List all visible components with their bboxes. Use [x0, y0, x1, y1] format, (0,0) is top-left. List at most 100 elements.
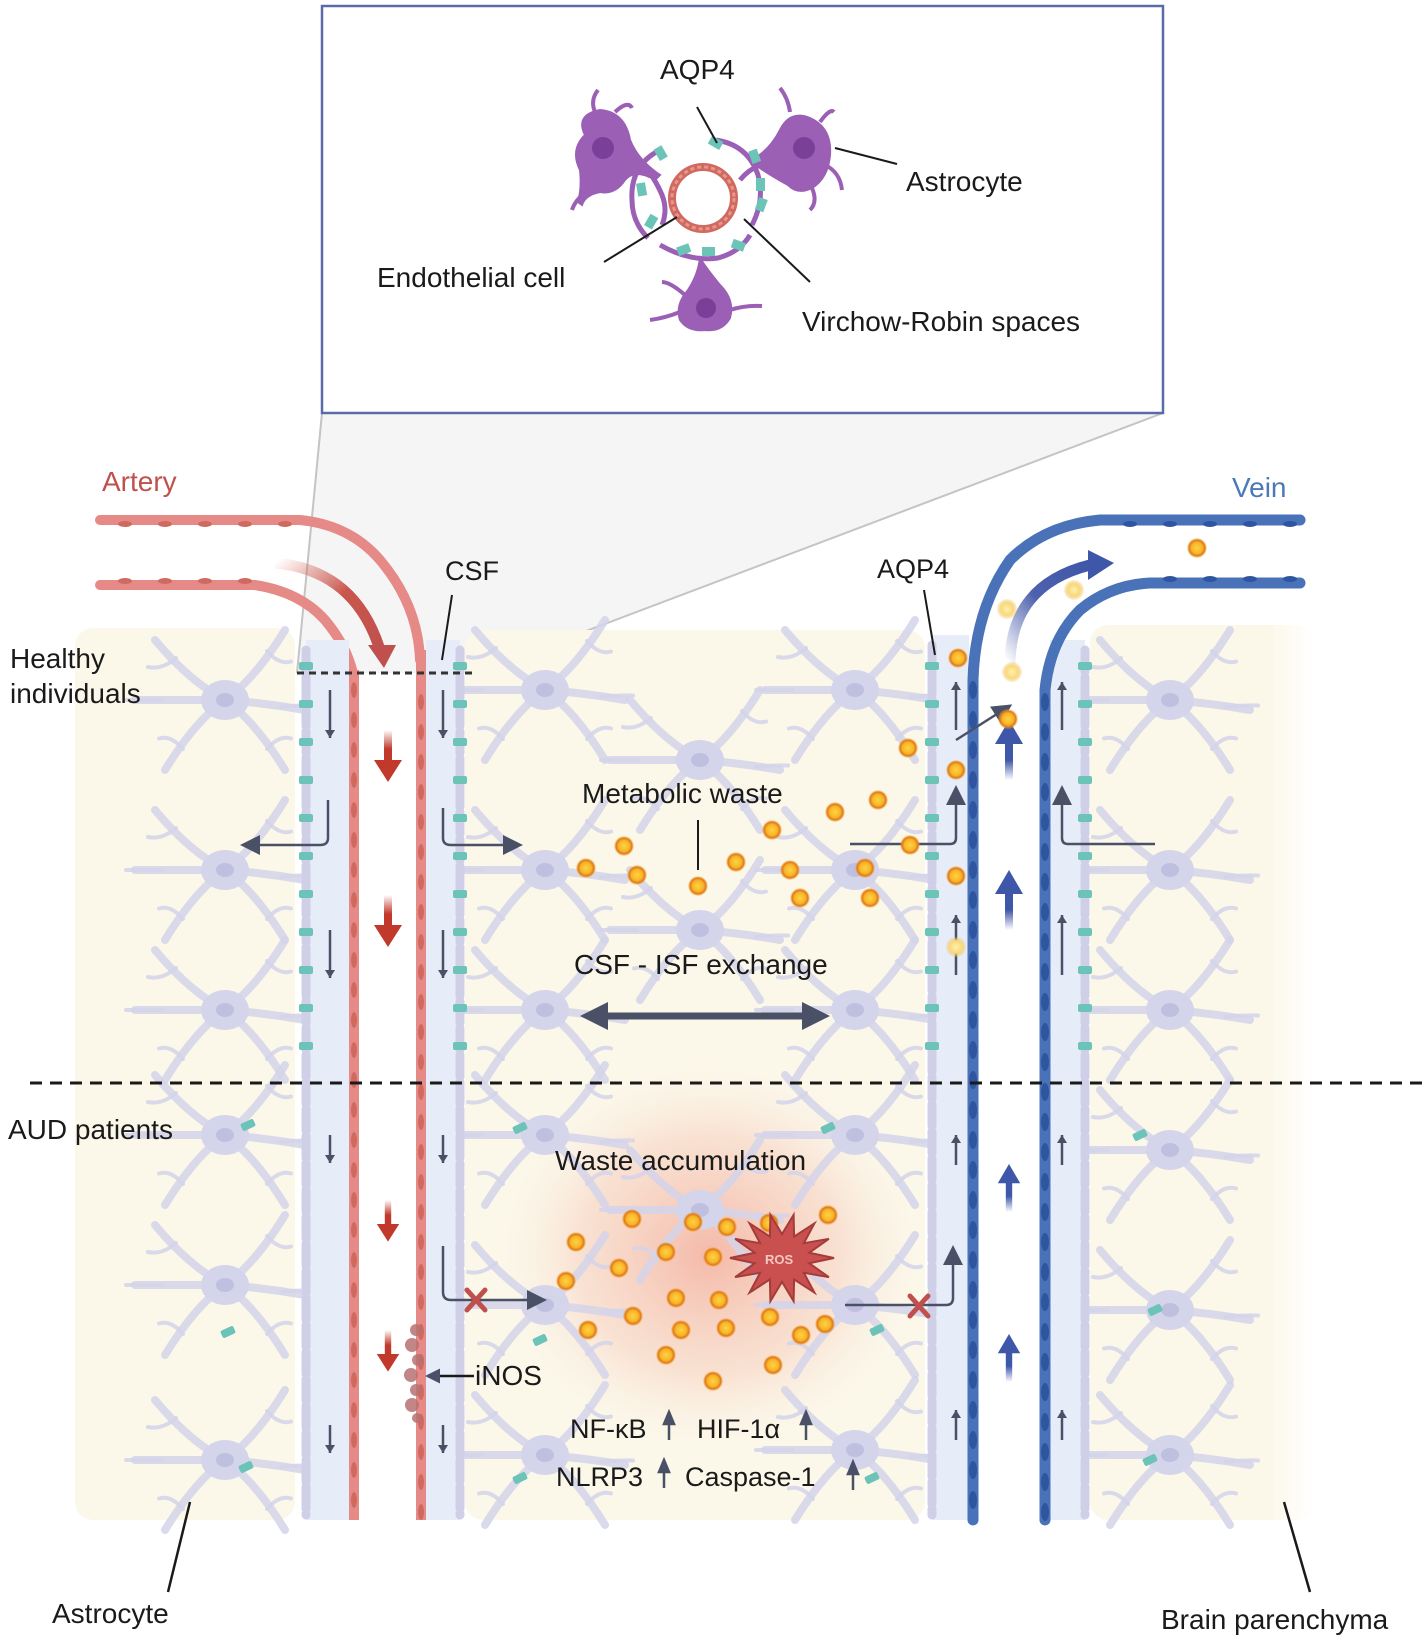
exchange-arrows-blocked	[441, 1245, 963, 1310]
waste-particle	[703, 1247, 723, 1267]
artery-flow-curve-head	[368, 645, 396, 668]
aqp4-channel	[453, 1042, 467, 1050]
healthy-label-line2: individuals	[10, 678, 141, 709]
aqp4-channel	[1078, 662, 1092, 670]
aqp4-channel	[1078, 1004, 1092, 1012]
inos-damage	[404, 1324, 424, 1423]
pvs-artery-right	[426, 640, 460, 1520]
aqp4-channel	[925, 776, 939, 784]
waste-particle	[998, 709, 1018, 729]
inset-astrocyte-right	[738, 86, 844, 212]
caspase1-label: Caspase-1	[685, 1462, 816, 1492]
astrocyte-icon	[1069, 796, 1260, 944]
aqp4-channel	[453, 928, 467, 936]
up-arrow-icon	[997, 1334, 1021, 1382]
inset-astrocyte-bottom	[649, 254, 763, 332]
aqp4-channel	[453, 738, 467, 746]
waste-particle	[614, 836, 634, 856]
endfeet-borders	[301, 640, 1090, 1520]
waste-particle	[671, 1320, 691, 1340]
vein-wall-outer	[967, 514, 1306, 1526]
waste-particle	[1064, 580, 1084, 600]
aqp4-channel	[512, 1472, 528, 1484]
astrocyte-icon	[1069, 1236, 1260, 1384]
zoom-line-right	[474, 412, 1164, 674]
csf-label: CSF	[445, 556, 499, 586]
aud-patients-label: AUD patients	[8, 1114, 173, 1145]
artery-label: Artery	[102, 466, 177, 497]
up-arrow-icon	[1057, 1135, 1067, 1165]
aqp4-channel	[532, 1334, 548, 1346]
zoom-cone	[297, 413, 1163, 673]
vein-wall-inner	[1039, 577, 1306, 1526]
artery	[95, 515, 426, 1520]
astrocyte-icon	[124, 1386, 315, 1534]
astrocyte-icon	[444, 1061, 635, 1209]
aqp4-channel	[925, 966, 939, 974]
aqp4-channel	[925, 928, 939, 936]
up-arrow-icon	[1057, 682, 1067, 730]
astrocyte-label: Astrocyte	[52, 1598, 169, 1629]
waste-particle	[760, 1307, 780, 1327]
parenchyma-right	[1090, 625, 1315, 1520]
astrocyte-icon	[754, 1376, 945, 1524]
aqp4-channel	[299, 700, 313, 708]
waste-particle	[762, 820, 782, 840]
inset-astrocyte-left	[570, 88, 668, 226]
aqp4-channel	[1078, 814, 1092, 822]
artery-wall-upper	[95, 515, 425, 665]
artery-flow-curve	[274, 557, 386, 652]
waste-particle	[666, 1288, 686, 1308]
waste-particle	[1002, 662, 1022, 682]
waste-particle	[556, 1271, 576, 1291]
waste-particle	[898, 738, 918, 758]
aqp4-channel	[453, 1004, 467, 1012]
ros-label: ROS	[765, 1252, 794, 1267]
waste-particle	[726, 852, 746, 872]
astrocyte-icon	[124, 626, 315, 774]
metabolic-waste-particles	[556, 538, 1207, 1391]
up-arrow-icon	[951, 682, 961, 730]
waste-particle	[717, 1217, 737, 1237]
inset-label-endothelial-cell: Endothelial cell	[377, 262, 566, 293]
pvs-artery-left	[306, 640, 349, 1520]
aqp4-channels	[220, 662, 1163, 1484]
vein	[967, 514, 1306, 1526]
vein-blood-flow-arrows	[995, 720, 1023, 1382]
down-arrow-icon	[325, 690, 335, 738]
aqp4-channel	[299, 852, 313, 860]
waste-particle	[623, 1306, 643, 1326]
aqp4-label: AQP4	[877, 554, 950, 584]
aqp4-channel	[925, 890, 939, 898]
inset-leader-endothelial	[603, 216, 678, 263]
aqp4-channel	[925, 1042, 939, 1050]
csf-isf-exchange-label: CSF - ISF exchange	[574, 949, 828, 980]
aqp4-channel	[512, 1122, 528, 1134]
waste-particle	[627, 865, 647, 885]
vein-label: Vein	[1232, 472, 1287, 503]
pvs-vein-right	[1050, 640, 1085, 1520]
aqp4-channel	[925, 662, 939, 670]
inset-label-astrocyte: Astrocyte	[906, 166, 1023, 197]
aqp4-channel	[925, 852, 939, 860]
inset-leader-astrocyte	[834, 147, 898, 165]
aqp4-channel	[1078, 776, 1092, 784]
waste-particle	[946, 866, 966, 886]
down-arrow-icon	[374, 730, 402, 782]
aqp4-channel	[453, 852, 467, 860]
inos-label: iNOS	[475, 1360, 542, 1391]
vein-flow-curve-head	[1088, 550, 1114, 580]
aqp4-channel	[869, 1324, 885, 1336]
inset-leader-vr	[743, 218, 811, 283]
zoom-line-left	[296, 412, 323, 674]
aqp4-channel	[453, 966, 467, 974]
down-arrow-icon	[438, 1135, 448, 1163]
aqp4-channel	[299, 738, 313, 746]
aqp4-channel	[820, 1122, 836, 1134]
aqp4-channel	[925, 738, 939, 746]
waste-particle	[948, 648, 968, 668]
waste-particle	[780, 860, 800, 880]
inset-label-virchow-robin: Virchow-Robin spaces	[802, 306, 1081, 337]
waste-particle	[997, 599, 1017, 619]
